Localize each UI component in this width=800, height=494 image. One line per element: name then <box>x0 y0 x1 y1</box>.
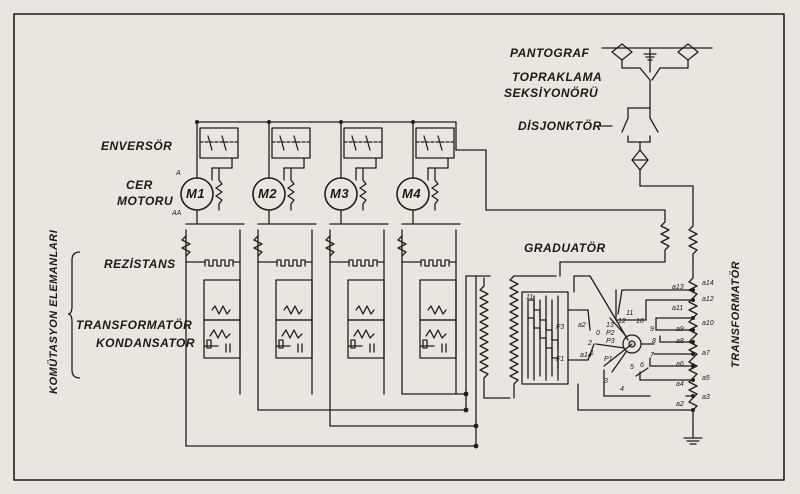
sel-6: 6 <box>640 362 644 369</box>
motor-terminal-aa: AA <box>172 210 182 217</box>
label-seksiyonoru: SEKSİYONÖRÜ <box>504 86 599 100</box>
rotary-selector <box>595 289 687 381</box>
reverser-cells <box>199 127 455 159</box>
motor-m3-label: M3 <box>330 186 350 201</box>
ground-symbol <box>683 427 703 445</box>
label-rezistans: REZİSTANS <box>104 257 176 271</box>
sel-p2: P2 <box>606 330 615 337</box>
motor-units <box>180 121 461 225</box>
sel-10: 10 <box>636 318 644 325</box>
sel-p3: P3 <box>606 338 615 345</box>
sel-2: 2 <box>588 340 592 347</box>
label-cer: CER <box>126 178 153 192</box>
commutation-cells <box>181 229 457 447</box>
label-bracket <box>68 251 81 379</box>
label-graduator: GRADUATÖR <box>524 241 606 255</box>
sel-7: 7 <box>650 352 654 359</box>
sel-a14: a14 <box>580 352 592 359</box>
motor-m4 <box>396 177 430 211</box>
label-disjonktor: DİSJONKTÖR <box>518 119 602 133</box>
sel-13: 13 <box>606 322 614 329</box>
label-motoru: MOTORU <box>117 194 174 208</box>
label-topraklama: TOPRAKLAMA <box>512 70 603 84</box>
sel-4: 4 <box>620 386 624 393</box>
motor-m2-label: M2 <box>258 186 278 201</box>
motor-m3 <box>324 177 358 211</box>
tap-a5: a5 <box>702 375 710 382</box>
label-kondansator: KONDANSATOR <box>96 336 196 350</box>
label-enversor: ENVERSÖR <box>101 139 173 153</box>
tap-a3: a3 <box>702 394 710 401</box>
sel-0: 0 <box>596 330 600 337</box>
tap-a9: a9 <box>676 326 684 333</box>
sel-f3: F3 <box>556 324 565 331</box>
circuit-breaker <box>599 107 694 223</box>
tap-a14: a14 <box>702 280 714 287</box>
sel-a2: a2 <box>578 322 586 329</box>
junction-dots <box>195 120 695 449</box>
sel-3: 3 <box>604 378 608 385</box>
motor-m2 <box>252 177 286 211</box>
page-frame <box>13 13 785 481</box>
sel-f1: F1 <box>556 356 565 363</box>
graduator-assembly <box>509 275 687 411</box>
label-komutasyon: KOMÜTASYON ELEMANLARI <box>48 229 60 394</box>
label-pantograf: PANTOGRAF <box>510 46 590 60</box>
label-transformator-left: TRANSFORMATÖR <box>76 318 193 332</box>
tap-a10: a10 <box>702 320 714 327</box>
tap-a13: a13 <box>672 284 684 291</box>
sel-9: 9 <box>650 326 654 333</box>
motor-m4-label: M4 <box>402 186 422 201</box>
tap-a8: a8 <box>676 338 684 345</box>
sel-8: 8 <box>652 338 656 345</box>
tap-a7: a7 <box>702 350 710 357</box>
pantograph-symbol <box>601 43 713 109</box>
tap-a4: a4 <box>676 381 684 388</box>
sel-1: 1 <box>590 350 594 357</box>
sel-11b: 11 <box>526 294 534 301</box>
sel-11: 11 <box>626 310 634 317</box>
motor-m1-label: M1 <box>186 186 206 201</box>
tap-a2: a2 <box>676 401 684 408</box>
series-resistor <box>660 217 670 255</box>
sel-5: 5 <box>630 364 634 371</box>
motor-terminal-a: A <box>176 170 181 177</box>
tap-a6: a6 <box>676 361 684 368</box>
tap-a11: a11 <box>672 305 684 312</box>
label-transformator-right: TRANSFORMATÖR <box>730 260 742 368</box>
collector-buses <box>185 275 511 447</box>
motor-m1 <box>180 177 214 211</box>
sel-p1: P1 <box>604 356 613 363</box>
sel-12: 12 <box>618 318 626 325</box>
tap-a12: a12 <box>702 296 714 303</box>
